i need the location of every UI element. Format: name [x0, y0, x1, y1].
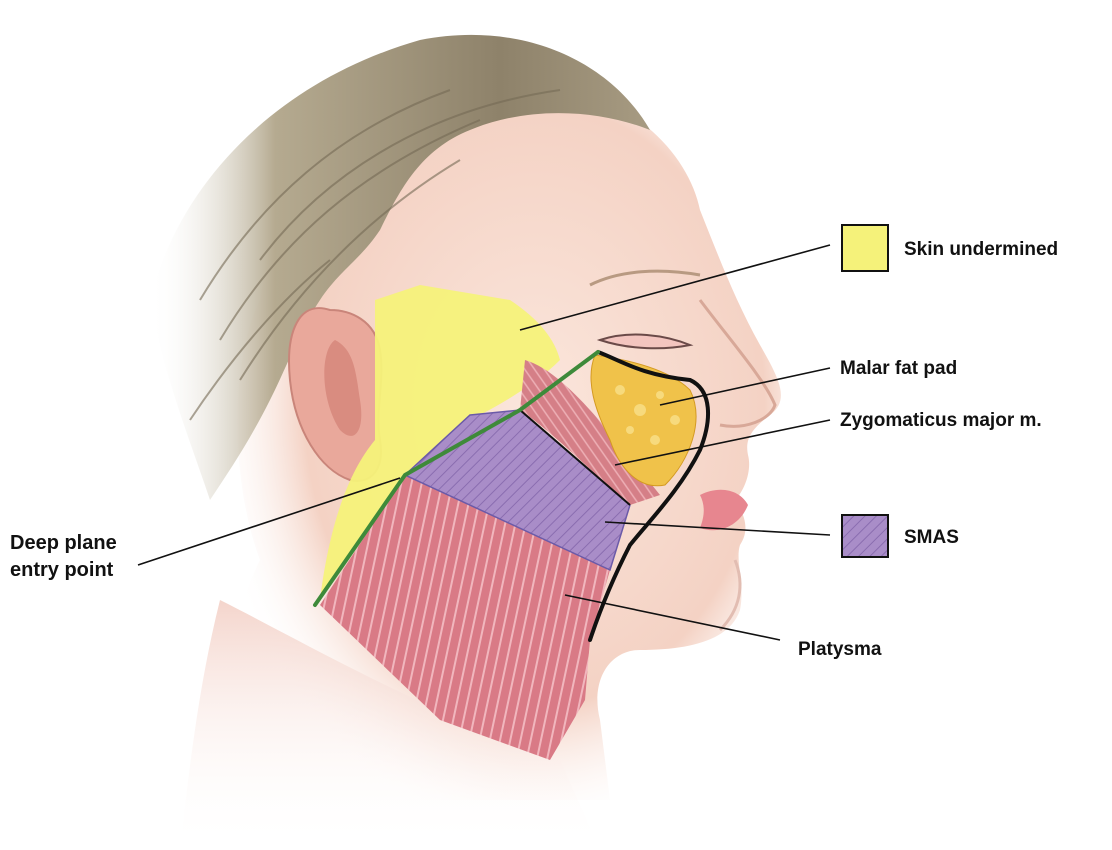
label-zygomaticus-major: Zygomaticus major m. [840, 410, 1042, 431]
label-malar-fat-pad: Malar fat pad [840, 358, 957, 379]
label-platysma: Platysma [798, 639, 882, 660]
label-smas: SMAS [904, 527, 959, 548]
legend-swatch-smas [842, 515, 888, 557]
label-deep-plane-line1: Deep plane [10, 532, 117, 554]
label-deep-plane-line2: entry point [10, 559, 114, 581]
label-skin-undermined: Skin undermined [904, 239, 1058, 260]
legend-swatch-skin-undermined [842, 225, 888, 271]
